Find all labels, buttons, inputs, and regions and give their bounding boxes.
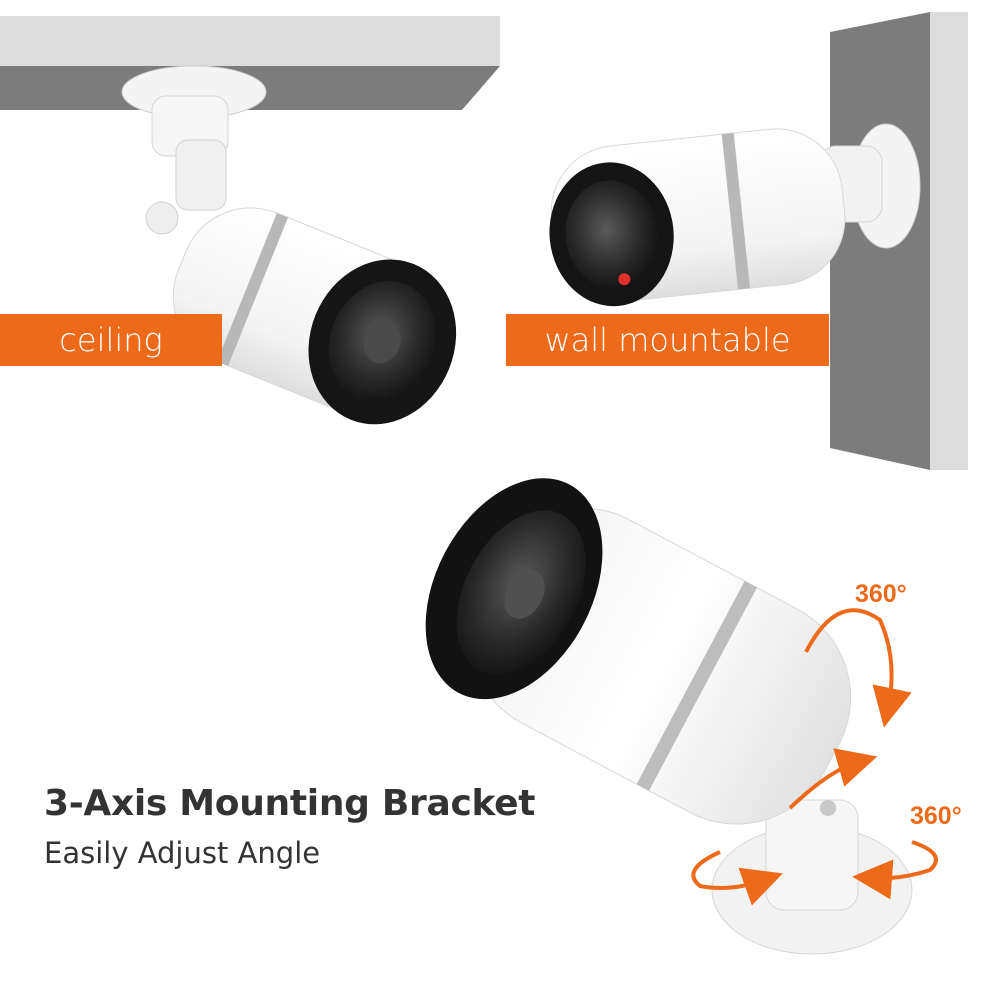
ceiling-label-banner: ceiling (0, 314, 222, 366)
headline-subtitle: Easily Adjust Angle (44, 836, 321, 870)
ceiling-label: ceiling (59, 321, 163, 359)
wall-camera (549, 123, 921, 307)
rotation-label-lower: 360° (910, 802, 962, 830)
wall-label: wall mountable (544, 321, 791, 359)
main-camera (425, 478, 913, 955)
headline-title: 3-Axis Mounting Bracket (44, 783, 536, 824)
wall-label-banner: wall mountable (506, 314, 829, 366)
rotation-label-upper: 360° (855, 580, 907, 608)
ceiling-camera (121, 65, 457, 425)
rotation-arrows (691, 608, 938, 906)
